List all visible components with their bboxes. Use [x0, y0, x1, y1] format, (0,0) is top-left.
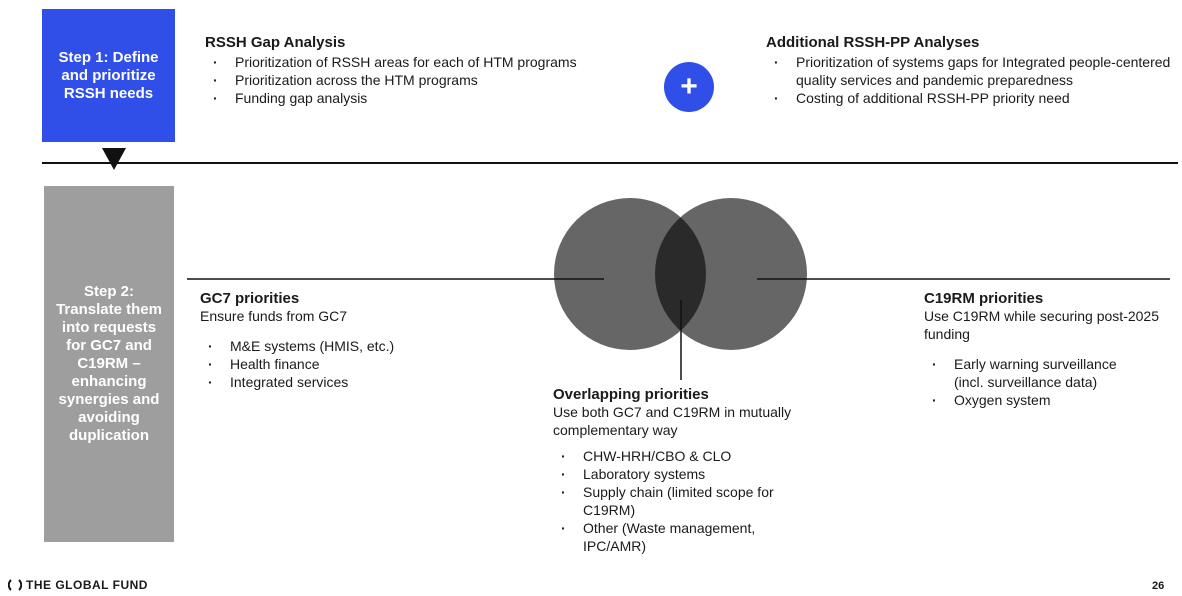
down-arrow-icon — [102, 148, 126, 170]
additional-analyses-section: Additional RSSH-PP Analyses Prioritizati… — [766, 34, 1171, 107]
list-item: Costing of additional RSSH-PP priority n… — [766, 89, 1171, 107]
global-fund-logo-icon — [8, 579, 22, 591]
list-item: M&E systems (HMIS, etc.) — [200, 337, 460, 355]
plus-icon: + — [664, 62, 714, 112]
step-2-box: Step 2: Translate them into requests for… — [44, 186, 174, 542]
list-item: Integrated services — [200, 373, 460, 391]
gap-analysis-section: RSSH Gap Analysis Prioritization of RSSH… — [205, 34, 625, 107]
overlap-region — [655, 198, 706, 350]
list-item: Health finance — [200, 355, 460, 373]
global-fund-logo: THE GLOBAL FUND — [8, 578, 148, 592]
step-1-label: Step 1: Define and prioritize RSSH needs — [58, 48, 159, 102]
list-item: Prioritization of RSSH areas for each of… — [205, 53, 625, 71]
list-item: Prioritization of systems gaps for Integ… — [766, 53, 1171, 89]
list-item: Funding gap analysis — [205, 89, 625, 107]
gc7-section: GC7 priorities Ensure funds from GC7 M&E… — [200, 290, 460, 391]
step-2-label: Step 2: Translate them into requests for… — [56, 283, 162, 444]
global-fund-logo-text: THE GLOBAL FUND — [26, 578, 148, 592]
overlap-section: Overlapping priorities Use both GC7 and … — [553, 386, 843, 555]
list-item: CHW-HRH/CBO & CLO — [553, 447, 843, 465]
list-item: Oxygen system — [924, 391, 1159, 409]
list-item: Prioritization across the HTM programs — [205, 71, 625, 89]
list-item: Other (Waste management, IPC/AMR) — [553, 519, 803, 555]
overlap-subtitle: Use both GC7 and C19RM in mutually compl… — [553, 404, 792, 438]
gc7-subtitle: Ensure funds from GC7 — [200, 308, 348, 324]
step-1-box: Step 1: Define and prioritize RSSH needs — [42, 9, 175, 142]
step-divider-line — [42, 162, 1178, 164]
list-item: Supply chain (limited scope for C19RM) — [553, 483, 803, 519]
additional-analyses-title: Additional RSSH-PP Analyses — [766, 34, 980, 51]
c19rm-title: C19RM priorities — [924, 290, 1044, 307]
list-item: Early warning surveillance (incl. survei… — [924, 355, 1129, 391]
gap-analysis-title: RSSH Gap Analysis — [205, 34, 346, 51]
page-number: 26 — [1152, 580, 1165, 592]
c19rm-section: C19RM priorities Use C19RM while securin… — [924, 290, 1159, 409]
gc7-title: GC7 priorities — [200, 290, 300, 307]
list-item: Laboratory systems — [553, 465, 843, 483]
overlap-title: Overlapping priorities — [553, 386, 709, 403]
c19rm-subtitle: Use C19RM while securing post-2025 fundi… — [924, 308, 1159, 342]
